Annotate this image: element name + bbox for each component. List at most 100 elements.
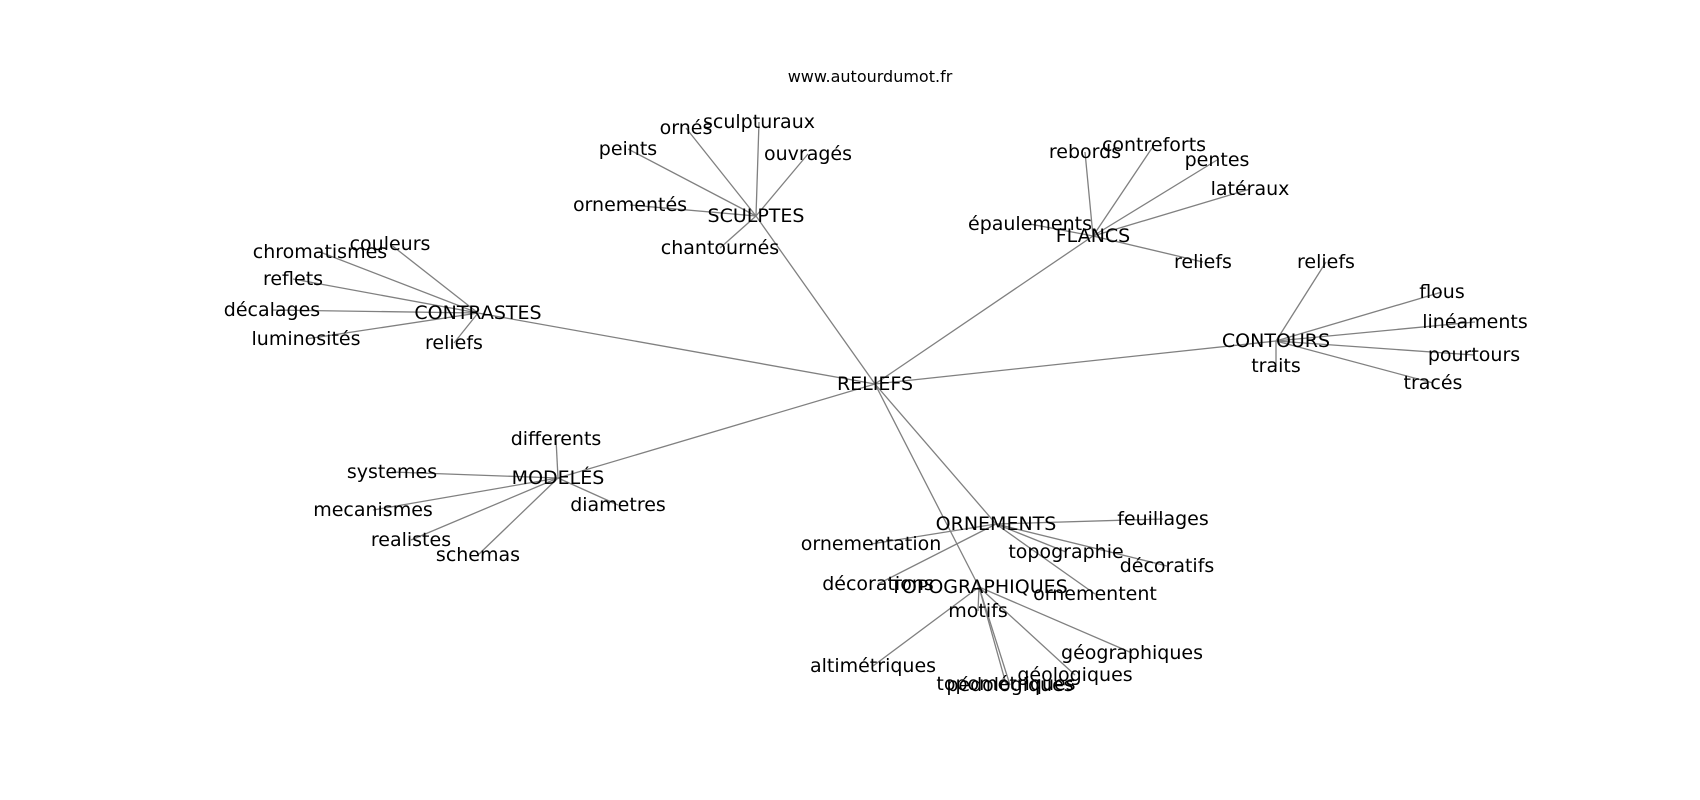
edge-hub-to-leaf bbox=[995, 523, 1096, 595]
edge-center-to-hub bbox=[874, 235, 1094, 385]
edge-center-to-hub bbox=[874, 383, 997, 525]
hub-node-label: MODELÉS bbox=[512, 466, 605, 489]
leaf-node-label: systemes bbox=[347, 461, 437, 483]
graph-edges bbox=[271, 121, 1476, 686]
edge-hub-to-leaf bbox=[389, 243, 479, 314]
leaf-node-label: traits bbox=[1251, 355, 1301, 377]
leaf-node-label: pentes bbox=[1185, 149, 1250, 171]
edge-hub-to-leaf bbox=[557, 477, 619, 506]
leaf-node-label: géographiques bbox=[1061, 642, 1203, 664]
leaf-node-label: reliefs bbox=[1297, 251, 1355, 273]
edge-hub-to-leaf bbox=[1275, 340, 1475, 356]
edge-hub-to-leaf bbox=[305, 312, 479, 340]
edge-hub-to-leaf bbox=[872, 586, 980, 667]
leaf-node-label: realistes bbox=[371, 529, 451, 551]
leaf-node-label: ornementation bbox=[801, 533, 942, 555]
edge-hub-to-leaf bbox=[410, 477, 559, 541]
edge-hub-to-leaf bbox=[755, 121, 760, 217]
hub-node-label: ORNEMENTS bbox=[936, 513, 1057, 535]
edge-hub-to-leaf bbox=[1084, 151, 1094, 237]
hub-node-label: CONTRASTES bbox=[414, 302, 541, 324]
edge-hub-to-leaf bbox=[978, 586, 1076, 676]
leaf-node-label: ornementés bbox=[573, 194, 687, 216]
hub-node-label: TOPOGRAPHIQUES bbox=[889, 576, 1067, 598]
edge-hub-to-leaf bbox=[627, 148, 757, 217]
edge-hub-to-leaf bbox=[995, 518, 1164, 525]
edge-hub-to-leaf bbox=[977, 586, 980, 612]
leaf-node-label: schemas bbox=[436, 544, 520, 566]
leaf-node-label: décorations bbox=[822, 573, 934, 595]
leaf-node-label: tracés bbox=[1404, 372, 1463, 394]
edge-hub-to-leaf bbox=[372, 477, 559, 511]
hub-node-label: CONTOURS bbox=[1222, 330, 1330, 352]
edge-hub-to-leaf bbox=[292, 278, 479, 314]
leaf-node-label: reliefs bbox=[425, 332, 483, 354]
leaf-node-label: décoratifs bbox=[1120, 555, 1215, 577]
edge-hub-to-leaf bbox=[755, 153, 809, 217]
edge-hub-to-leaf bbox=[870, 523, 997, 545]
leaf-node-label: latéraux bbox=[1211, 178, 1290, 200]
leaf-node-label: reliefs bbox=[1174, 251, 1232, 273]
edge-hub-to-leaf bbox=[877, 523, 997, 585]
leaf-node-label: peints bbox=[599, 138, 657, 160]
edge-hub-to-leaf bbox=[1092, 188, 1251, 237]
hub-node-label: FLANCS bbox=[1056, 225, 1131, 247]
edge-hub-to-leaf bbox=[271, 309, 479, 314]
edge-hub-to-leaf bbox=[391, 471, 559, 479]
edge-center-to-hub bbox=[874, 383, 980, 588]
leaf-node-label: reflets bbox=[263, 268, 323, 290]
edge-hub-to-leaf bbox=[1275, 340, 1434, 384]
edge-center-to-hub bbox=[874, 340, 1277, 385]
leaf-node-label: épaulements bbox=[968, 213, 1092, 235]
leaf-node-label: feuillages bbox=[1117, 508, 1209, 530]
edge-hub-to-leaf bbox=[555, 438, 559, 479]
edge-hub-to-leaf bbox=[978, 586, 1011, 686]
leaf-node-label: géologiques bbox=[1017, 664, 1132, 686]
leaf-node-label: luminosités bbox=[252, 328, 361, 350]
edge-center-to-hub bbox=[557, 383, 876, 479]
leaf-node-label: chromatismes bbox=[253, 241, 387, 263]
edge-center-to-hub bbox=[477, 312, 876, 385]
leaf-node-label: altimétriques bbox=[810, 655, 936, 677]
leaf-node-label: topométriques bbox=[936, 673, 1075, 695]
edge-center-to-hub bbox=[755, 215, 876, 385]
edge-hub-to-leaf bbox=[1092, 235, 1204, 263]
edge-hub-to-leaf bbox=[1275, 321, 1476, 342]
leaf-node-label: mecanismes bbox=[313, 499, 433, 521]
edge-hub-to-leaf bbox=[1092, 144, 1155, 237]
leaf-node-label: contreforts bbox=[1102, 134, 1206, 156]
edge-hub-to-leaf bbox=[995, 523, 1067, 553]
edge-hub-to-leaf bbox=[453, 312, 479, 344]
edge-hub-to-leaf bbox=[1275, 291, 1443, 342]
edge-hub-to-leaf bbox=[1092, 159, 1218, 237]
leaf-node-label: ornementent bbox=[1033, 583, 1157, 605]
leaf-node-label: flous bbox=[1419, 281, 1465, 303]
leaf-node-label: rebords bbox=[1049, 141, 1121, 163]
leaf-node-label: pourtours bbox=[1428, 344, 1520, 366]
edge-hub-to-leaf bbox=[629, 204, 757, 217]
center-node-label: RELIEFS bbox=[837, 373, 913, 395]
leaf-node-label: ornés bbox=[660, 117, 713, 139]
edge-hub-to-leaf bbox=[719, 215, 757, 249]
edge-hub-to-leaf bbox=[995, 523, 1168, 567]
leaf-node-label: chantournés bbox=[661, 237, 779, 259]
leaf-node-label: couleurs bbox=[350, 233, 431, 255]
edge-hub-to-leaf bbox=[978, 586, 1133, 654]
edge-hub-to-leaf bbox=[319, 251, 479, 314]
edge-hub-to-leaf bbox=[1029, 223, 1094, 237]
leaf-node-label: sculpturaux bbox=[703, 111, 815, 133]
hub-node-label: SCULPTES bbox=[708, 205, 805, 227]
leaf-node-label: pédologiques bbox=[946, 674, 1073, 696]
edge-hub-to-leaf bbox=[685, 127, 757, 217]
edge-hub-to-leaf bbox=[477, 477, 559, 556]
leaf-node-label: décalages bbox=[224, 299, 320, 321]
leaf-node-label: differents bbox=[511, 428, 602, 450]
site-caption: www.autourdumot.fr bbox=[788, 67, 953, 86]
leaf-node-label: diametres bbox=[570, 494, 666, 516]
leaf-node-label: linéaments bbox=[1422, 311, 1528, 333]
leaf-node-label: topographie bbox=[1008, 541, 1123, 563]
leaf-node-label: motifs bbox=[948, 600, 1007, 622]
leaf-node-label: ouvragés bbox=[764, 143, 852, 165]
